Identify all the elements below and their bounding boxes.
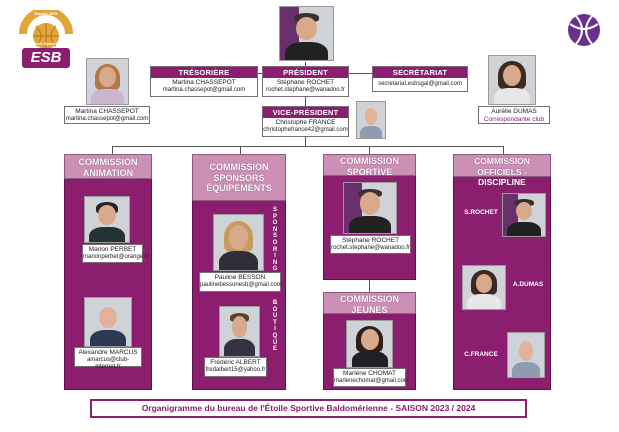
vice-president-name: Christophe FRANCE: [275, 119, 336, 126]
president-email: rochet.stephane@wanadoo.fr: [266, 87, 345, 93]
aurelie-card-role: Correspondante club: [483, 116, 545, 123]
frederic-email: fredalbert15@yahoo.fr: [205, 367, 266, 373]
marion-email: marionperbet@orange.fr: [83, 254, 149, 260]
commission-animation-title: COMMISSION ANIMATION: [64, 154, 152, 179]
president-name: Stéphane ROCHET: [276, 79, 335, 86]
frederic-name: Frédéric ALBERT: [210, 359, 261, 366]
officiels-label-france: C.FRANCE: [464, 351, 498, 358]
secretariat-box: SECRÉTARIAT secretariat.esbsgal@gmail.co…: [372, 66, 468, 92]
president-title: PRÉSIDENT: [263, 67, 348, 78]
president-box: PRÉSIDENT Stéphane ROCHET rochet.stephan…: [262, 66, 349, 97]
footer-title: Organigramme du bureau de l'Étoile Sport…: [90, 399, 527, 418]
alexandre-card: Alexandre MARCUS amarcus@club-internet.f…: [74, 347, 142, 370]
officiels-label-dumas: A.DUMAS: [512, 281, 544, 288]
stephane-email: rochet.stephane@wanadoo.fr: [331, 245, 410, 251]
marion-photo: [84, 196, 130, 243]
esb-logo: Depuis 1979 Etoile Sportive ESB: [17, 7, 75, 70]
pauline-photo: [213, 214, 264, 271]
frederic-photo: [219, 306, 260, 357]
martina-card-email: martina.chassepot@gmail.com: [65, 116, 149, 122]
marion-name: Marion PERBET: [88, 246, 137, 253]
connector-center: [305, 62, 306, 146]
alexandre-photo: [84, 297, 132, 347]
connector-officiels: [503, 146, 504, 154]
officiels-rochet-photo: [502, 193, 546, 237]
martina-photo: [86, 58, 129, 105]
martina-card: Martina CHASSEPOT martina.chassepot@gmai…: [64, 106, 150, 124]
connector-jeunes: [369, 280, 370, 292]
martina-card-name: Martina CHASSEPOT: [75, 108, 139, 115]
pauline-name: Pauline BESSON: [214, 274, 266, 281]
marlene-photo: [346, 320, 393, 368]
alexandre-email: amarcus@club-internet.fr: [86, 357, 130, 370]
basketball-icon: [566, 12, 602, 48]
vice-president-title: VICE-PRÉSIDENT: [263, 107, 348, 118]
aurelie-card: Aurélie DUMAS Correspondante club: [478, 106, 550, 124]
pauline-card: Pauline BESSON paulinebessonesb@gmail.co…: [199, 272, 282, 292]
frederic-card: Frédéric ALBERT fredalbert15@yahoo.fr: [204, 357, 267, 377]
pauline-email: paulinebessonesb@gmail.com: [200, 282, 282, 288]
marion-card: Marion PERBET marionperbet@orange.fr: [82, 244, 149, 263]
commission-sponsors-title: COMMISSION SPONSORS ÉQUIPEMENTS: [192, 154, 286, 201]
commission-jeunes-title: COMMISSION JEUNES: [323, 292, 416, 315]
stephane-name: Stéphane ROCHET: [341, 237, 400, 244]
marlene-card: Marlène CHOMAT marlenechomat@gmail.com: [333, 368, 409, 387]
stephane-card: Stéphane ROCHET rochet.stephane@wanadoo.…: [330, 235, 411, 254]
aurelie-photo: [488, 55, 536, 105]
vice-president-box: VICE-PRÉSIDENT Christophe FRANCE christo…: [262, 106, 349, 137]
logo-top-text: Depuis 1979: [34, 11, 58, 16]
tresoriere-title: TRÉSORIÈRE: [151, 67, 257, 78]
commission-sportive-title: COMMISSION SPORTIVE: [323, 154, 416, 177]
logo-arc-text: Etoile Sportive: [31, 41, 60, 46]
marlene-email: marlenechomat@gmail.com: [334, 378, 409, 384]
vice-president-photo: [356, 101, 386, 139]
connector-sportive: [369, 146, 370, 154]
tresoriere-name: Martina CHASSEPOT: [172, 79, 236, 86]
tresoriere-box: TRÉSORIÈRE Martina CHASSEPOT martina.cha…: [150, 66, 258, 97]
secretariat-email: secretariat.esbsgal@gmail.com: [378, 81, 462, 87]
logo-letters: ESB: [30, 49, 62, 66]
officiels-dumas-photo: [462, 265, 506, 310]
commission-officiels-title: COMMISSION OFFICIELS - DISCIPLINE: [453, 154, 551, 187]
alexandre-name: Alexandre MARCUS: [78, 349, 138, 356]
connector-sponsors: [240, 146, 241, 154]
aurelie-card-name: Aurélie DUMAS: [491, 108, 537, 115]
connector-animation: [112, 146, 113, 154]
stephane-photo: [343, 182, 397, 234]
secretariat-title: SECRÉTARIAT: [373, 67, 467, 78]
connector-commissions: [112, 146, 504, 147]
president-photo: [279, 6, 334, 61]
officiels-label-rochet: S.ROCHET: [464, 209, 498, 216]
marlene-name: Marlène CHOMAT: [343, 370, 396, 377]
vice-president-email: christophefrance42@gmail.com: [263, 127, 348, 133]
tresoriere-email: martina.chassepot@gmail.com: [162, 87, 246, 93]
officiels-france-photo: [507, 332, 545, 378]
